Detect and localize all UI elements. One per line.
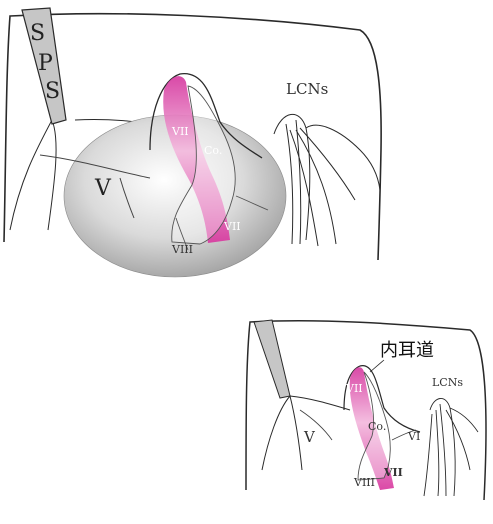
bottom-co-label: Co. (368, 420, 386, 433)
bottom-facial-nerve (349, 367, 394, 490)
top-diagram: S P S LCNs V VII Co. VII VIII (3, 7, 382, 278)
top-lower-cranial-nerves (273, 113, 381, 247)
bottom-meatus-label: 内耳道 (380, 340, 434, 361)
bottom-v-label: V (303, 428, 316, 446)
top-co-label: Co. (204, 144, 222, 157)
bottom-meatus-dome (343, 365, 421, 433)
top-vii-lower-label: VII (223, 220, 241, 233)
top-meatus-dome (149, 73, 263, 159)
bottom-skull-outline (245, 319, 487, 501)
top-cochlear-nerve (171, 85, 236, 245)
top-sps-letter-s2: S (45, 79, 60, 104)
bottom-superior-petrosal-sinus (253, 319, 291, 399)
bottom-lcns-label: LCNs (432, 376, 463, 389)
bottom-vii-upper-label: VII (345, 382, 363, 395)
bottom-cochlear-nerve (357, 371, 391, 481)
bottom-inner-contour-2 (289, 395, 351, 411)
top-vii-upper-label: VII (171, 125, 189, 138)
top-viii-label: VIII (171, 243, 193, 256)
top-inner-contour (9, 118, 57, 231)
top-lcns-label: LCNs (286, 80, 328, 98)
top-v-label: V (94, 176, 112, 201)
top-skull-outline (3, 12, 382, 261)
bottom-lower-cranial-nerves (423, 398, 479, 497)
bottom-meatus-leader (369, 359, 385, 373)
top-lower-lines (175, 195, 269, 251)
bottom-viii-label: VIII (353, 476, 375, 489)
bottom-vi-label: VI (407, 430, 420, 443)
bottom-abducens-line (391, 429, 417, 441)
bottom-trigeminal-line (299, 409, 333, 441)
top-sps-letter-p: P (38, 51, 53, 76)
top-trigeminal-lines (39, 154, 151, 219)
bottom-vii-lower-label: VII (383, 466, 403, 479)
bottom-diagram: 内耳道 LCNs V VII Co. VI VII VIII (245, 319, 487, 501)
top-sps-letter-s1: S (30, 21, 45, 46)
top-superior-petrosal-sinus (21, 7, 67, 125)
bottom-inner-contour (261, 394, 303, 471)
